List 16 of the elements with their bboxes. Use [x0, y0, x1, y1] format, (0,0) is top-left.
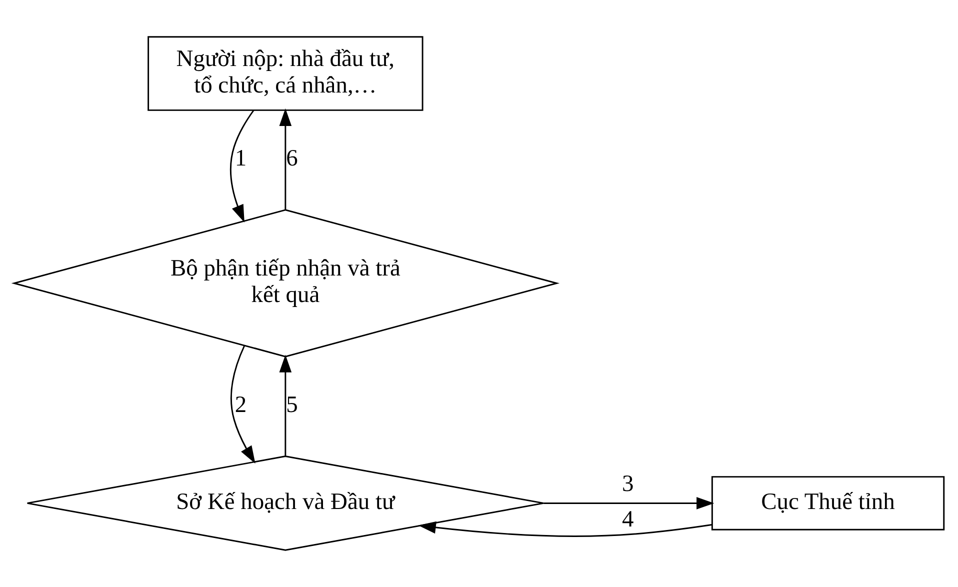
arrow [230, 110, 254, 223]
arrow [418, 521, 712, 537]
edge-label: 6 [286, 146, 298, 172]
node-box: Người nộp: nhà đầu tư, tổ chức, cá nhân,… [148, 36, 424, 111]
edge-label: 5 [286, 392, 298, 418]
edge-label: 1 [234, 146, 247, 172]
node-diamond: Bộ phận tiếp nhận và trả kết quả [11, 209, 560, 358]
arrow [279, 354, 292, 456]
arrow [230, 345, 256, 464]
node-diamond: Sở Kế hoạch và Đầu tư [26, 456, 544, 551]
node-box: Cục Thuế tỉnh [711, 476, 945, 530]
arrow [544, 497, 714, 510]
edge-label: 4 [622, 506, 634, 532]
edge-label: 2 [234, 392, 247, 418]
arrow [279, 108, 292, 210]
edge-label: 3 [622, 471, 634, 498]
